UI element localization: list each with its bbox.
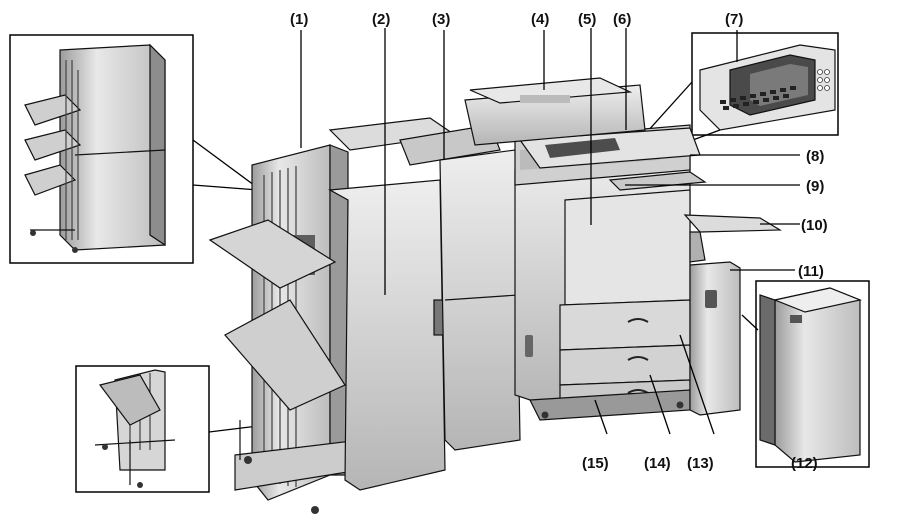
callout-6: (6) xyxy=(613,11,631,28)
callout-4: (4) xyxy=(531,11,549,28)
callout-labels: (1) (2) (3) (4) (5) (6) (7) (8) (9) (10)… xyxy=(290,11,828,472)
callout-8: (8) xyxy=(806,148,824,165)
callout-14: (14) xyxy=(644,455,671,472)
callout-1: (1) xyxy=(290,11,308,28)
callout-5: (5) xyxy=(578,11,596,28)
callout-11: (11) xyxy=(798,263,824,280)
callout-13: (13) xyxy=(687,455,714,472)
inset-finisher-detail xyxy=(9,34,194,264)
callout-3: (3) xyxy=(432,11,450,28)
callout-7: (7) xyxy=(725,11,743,28)
inset-operation-panel-detail xyxy=(691,32,839,136)
callout-12: (12) xyxy=(791,455,818,472)
callout-2: (2) xyxy=(372,11,390,28)
callout-10: (10) xyxy=(801,217,828,234)
callout-9: (9) xyxy=(806,178,824,195)
inset-saddle-tray-detail xyxy=(75,365,210,493)
callout-15: (15) xyxy=(582,455,609,472)
leader-lines xyxy=(300,28,800,435)
main-copier-illustration xyxy=(208,77,783,514)
inset-large-capacity-tray-detail xyxy=(755,280,870,468)
